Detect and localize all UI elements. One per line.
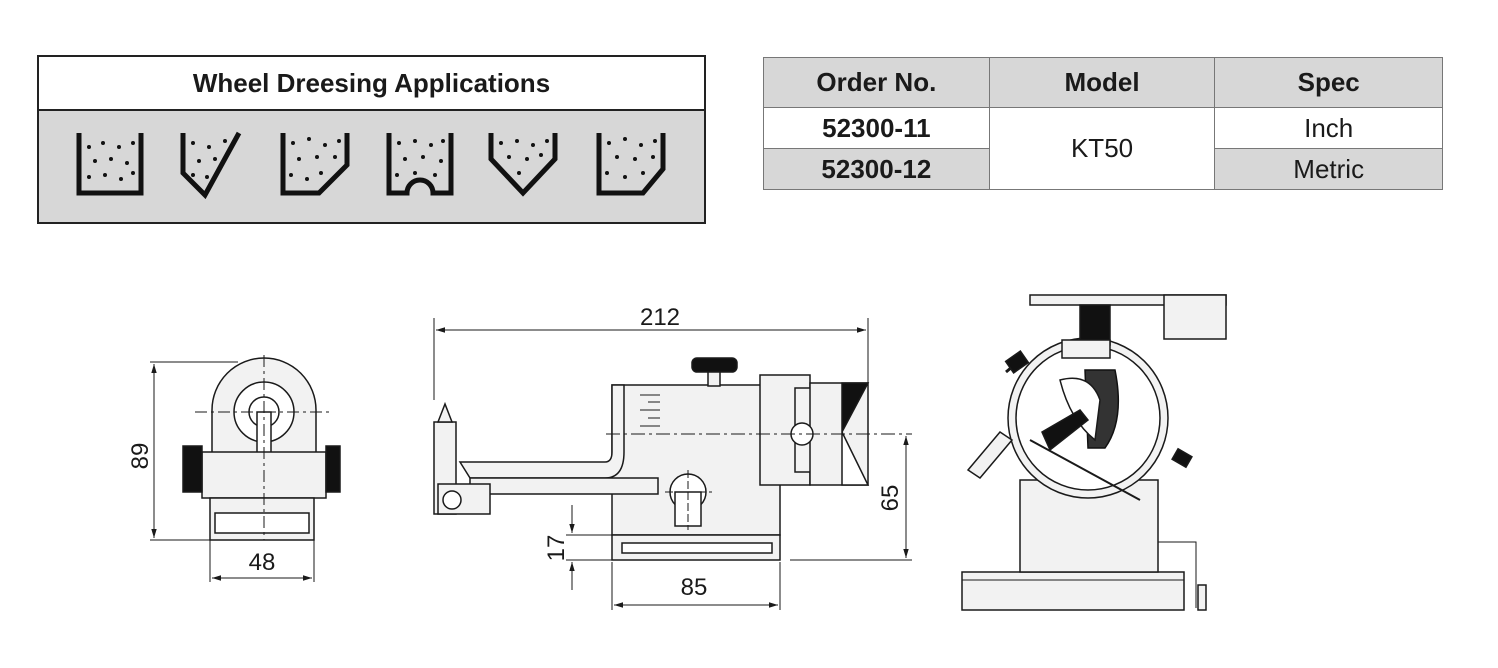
order-table: Order No. Model Spec 52300-11 KT50 Inch … [763,57,1443,190]
side-view-base-height-label: 17 [543,535,570,562]
model-header: Model [988,57,1216,108]
end-view-height-dimension [150,361,238,541]
side-view-length-dimension [433,318,869,400]
chamfer-wheel-icon [280,133,350,196]
order-no-cell: 52300-12 [763,148,990,190]
side-view-height-label: 65 [877,485,904,512]
end-view [182,355,341,541]
bevel-wheel-icon [596,133,666,196]
spec-cell: Metric [1214,148,1443,190]
applications-icons-strip [39,111,704,222]
end-view-height-label: 89 [127,443,154,470]
order-table-header: Order No. Model Spec [763,57,1443,108]
spec-header: Spec [1214,57,1443,108]
side-view-base-height-dimension [566,505,612,590]
applications-panel: Wheel Dreesing Applications [37,55,706,224]
side-view-base-length-dimension [611,562,781,610]
end-view-width-dimension [209,540,315,582]
applications-title: Wheel Dreesing Applications [39,57,704,111]
side-view [433,357,912,561]
radius-groove-wheel-icon [386,133,454,196]
table-row: 52300-11 KT50 Inch [763,107,1443,190]
model-cell: KT50 [988,107,1216,190]
side-view-height-dimension [790,436,912,561]
assembly-view [961,294,1227,611]
v-form-wheel-icon [488,133,558,197]
order-no-header: Order No. [763,57,990,108]
straight-wheel-icon [76,133,144,196]
order-no-cell: 52300-11 [763,107,990,149]
side-view-length-label: 212 [640,304,680,331]
side-view-base-length-label: 85 [681,574,708,601]
table-row: 52300-12 Metric [763,148,1443,190]
spec-cell: Inch [1214,107,1443,149]
angled-wheel-icon [180,131,242,199]
end-view-width-label: 48 [249,549,276,576]
